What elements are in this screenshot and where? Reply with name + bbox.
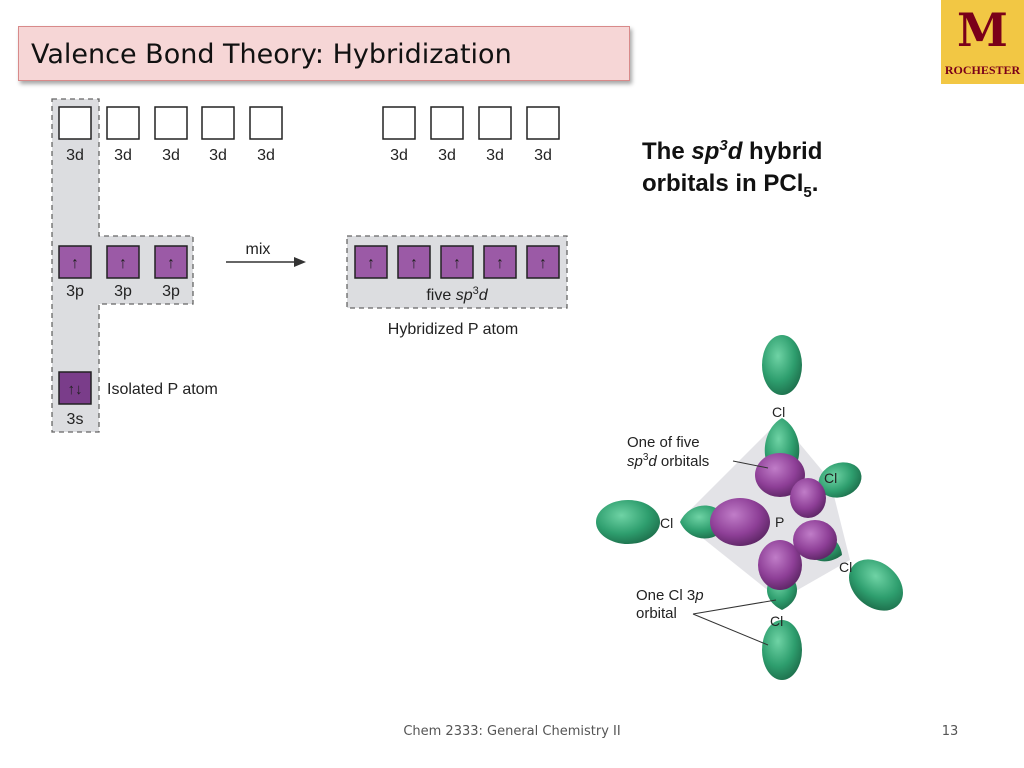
sp3d-orbital-lobe (790, 478, 826, 518)
course-footer: Chem 2333: General Chemistry II (403, 724, 621, 739)
sp3d-orbital-callout: sp3d orbitals (627, 452, 709, 470)
isolated-3d-label: 3d (66, 147, 84, 164)
cl-p-orbital-lobe (849, 559, 903, 611)
cl-p-orbital-lobe (596, 500, 660, 544)
cl-p-orbital-lobe (762, 620, 802, 680)
orbital-caption: The sp3d hybrid orbitals in PCl5. (642, 137, 823, 201)
isolated-3p-label: 3p (162, 283, 180, 300)
isolated-3d-box (249, 106, 283, 140)
hybrid-sp3d-box (354, 245, 388, 279)
hybrid-3d-box (382, 106, 416, 140)
electron-up-arrow: ↑ (119, 255, 127, 272)
title-box: Valence Bond Theory: Hybridization (18, 26, 630, 81)
cl-atom-label: Cl (770, 613, 783, 629)
slide-title: Valence Bond Theory: Hybridization (31, 39, 512, 70)
cl-orbital-callout: orbital (636, 605, 677, 622)
isolated-3p-boxes: ↑ ↑ ↑ 3p 3p 3p (58, 245, 188, 300)
hybrid-3d-label: 3d (390, 147, 408, 164)
sp3d-orbital-lobe (755, 453, 805, 497)
cl-atom-label: Cl (839, 559, 852, 575)
hybrid-3d-box (430, 106, 464, 140)
isolated-3p-label: 3p (114, 283, 132, 300)
hybrid-3d-label: 3d (486, 147, 504, 164)
electron-up-arrow: ↑ (539, 255, 547, 272)
hybrid-3d-boxes: 3d 3d 3d 3d (382, 106, 560, 164)
electron-up-arrow: ↑ (410, 255, 418, 272)
cl-callout-line (692, 599, 777, 615)
isolated-3d-box (154, 106, 188, 140)
cl-callout-line (692, 613, 769, 646)
isolated-3s-box-group: ↑↓ 3s Isolated P atom (58, 371, 218, 428)
sp3d-orbital-lobe (758, 540, 802, 590)
university-logo: M ROCHESTER (941, 0, 1024, 84)
hybrid-sp3d-box (397, 245, 431, 279)
isolated-3d-boxes: 3d 3d 3d 3d 3d (58, 106, 283, 164)
cl-p-orbital-lobe (762, 335, 802, 395)
hybrid-sp3d-boxes: ↑ ↑ ↑ ↑ ↑ five sp3d Hybridized P atom (354, 245, 560, 338)
isolated-3d-label: 3d (162, 147, 180, 164)
cl-atom-label: Cl (660, 515, 673, 531)
cl-p-orbital-lobe (818, 462, 862, 498)
hybrid-sp3d-label: five sp3d (426, 285, 488, 304)
hybrid-3d-box (478, 106, 512, 140)
isolated-3p-box (106, 245, 140, 279)
electron-up-arrow: ↑ (71, 255, 79, 272)
hybridized-atom-label: Hybridized P atom (388, 321, 518, 338)
page-number: 13 (941, 724, 959, 739)
isolated-3d-label: 3d (257, 147, 275, 164)
cl-atom-label: Cl (824, 470, 837, 486)
isolated-3p-label: 3p (66, 283, 84, 300)
isolated-atom-label: Isolated P atom (107, 381, 218, 398)
sp3d-callout-line (732, 460, 769, 469)
isolated-3s-box (58, 371, 92, 405)
electron-up-arrow: ↑ (167, 255, 175, 272)
isolated-3p-box (154, 245, 188, 279)
electron-up-arrow: ↑ (496, 255, 504, 272)
hybrid-3d-label: 3d (534, 147, 552, 164)
isolated-3d-label: 3d (114, 147, 132, 164)
electron-up-arrow: ↑ (453, 255, 461, 272)
electron-up-arrow: ↑ (367, 255, 375, 272)
isolated-3s-label: 3s (67, 411, 84, 428)
pcl5-orbital-illustration: Cl Cl Cl Cl Cl P One of five sp3d orbita… (596, 335, 903, 680)
hybrid-3d-box (526, 106, 560, 140)
orbital-diagram: 3d 3d 3d 3d 3d ↑ ↑ ↑ 3p 3p 3p ↑↓ 3s Isol… (51, 98, 568, 433)
hybrid-sp3d-box (483, 245, 517, 279)
sp3d-orbital-callout: One of five (627, 434, 700, 451)
sp3d-orbital-lobe (793, 520, 837, 560)
isolated-3d-box (58, 106, 92, 140)
p-atom-label: P (775, 514, 784, 530)
cl-atom-label: Cl (772, 404, 785, 420)
isolated-3p-box (58, 245, 92, 279)
electron-paired-arrows: ↑↓ (68, 381, 83, 398)
sp3d-orbital-lobe (710, 498, 770, 546)
mix-label: mix (246, 241, 271, 258)
cl-orbital-callout: One Cl 3p (636, 587, 704, 604)
logo-text: ROCHESTER (944, 63, 1021, 77)
hybrid-sp3d-box (440, 245, 474, 279)
hybrid-3d-label: 3d (438, 147, 456, 164)
isolated-3d-box (201, 106, 235, 140)
isolated-3d-box (106, 106, 140, 140)
hybrid-sp3d-box (526, 245, 560, 279)
isolated-3d-label: 3d (209, 147, 227, 164)
mix-arrow: mix (226, 241, 306, 267)
logo-letter: M (957, 3, 1008, 57)
